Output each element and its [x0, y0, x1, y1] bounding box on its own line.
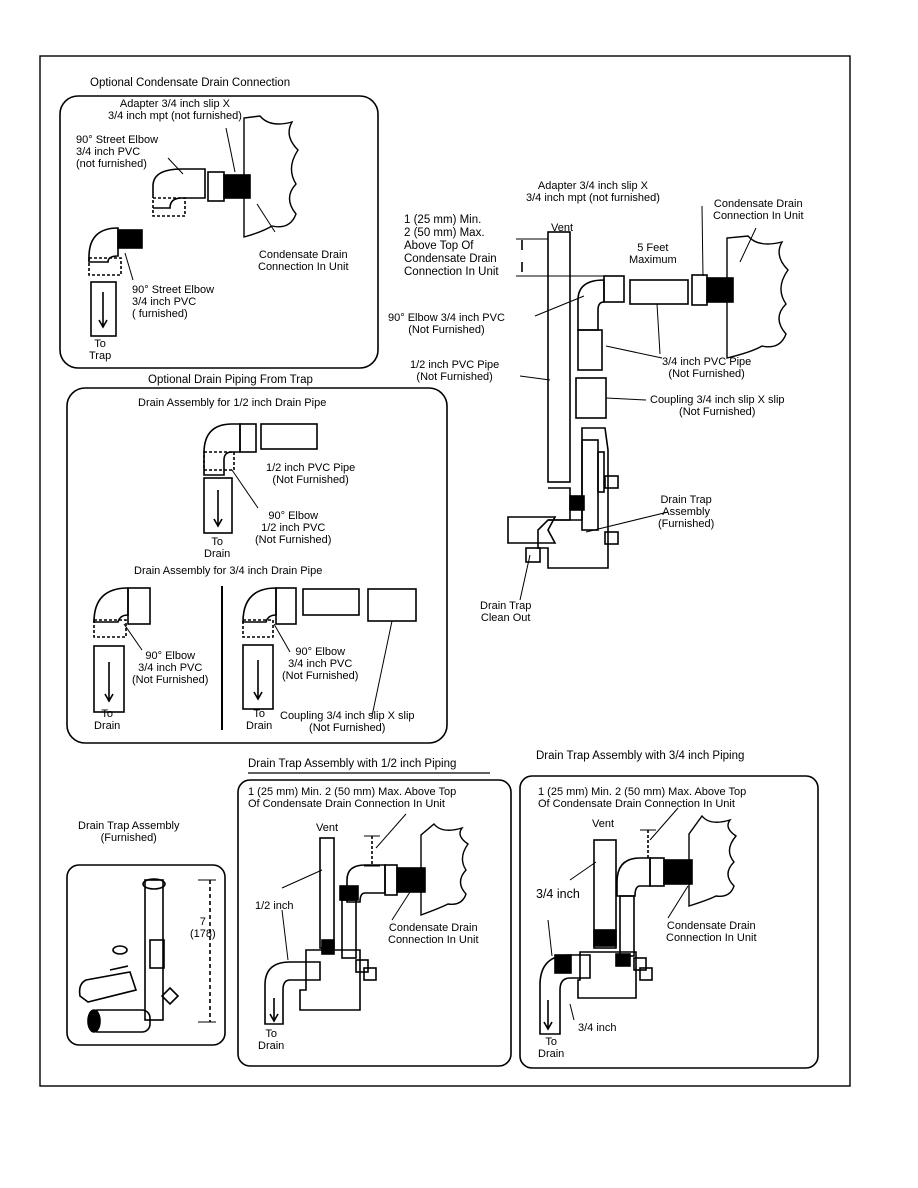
- half-pipe-label: 1/2 inch PVC Pipe (Not Furnished): [266, 462, 356, 486]
- half-piping-title: Drain Trap Assembly with 1/2 inch Piping: [248, 758, 457, 770]
- optional-to-trap-label: To Trap: [89, 338, 112, 362]
- three-quarter-label-bottom: 3/4 inch: [578, 1022, 617, 1034]
- main-vent-label: Vent: [551, 222, 574, 234]
- half-inch-piping-panel: [237, 779, 512, 1067]
- drain-piping-title: Optional Drain Piping From Trap: [148, 374, 313, 386]
- main-condensate-label: Condensate Drain Connection In Unit: [713, 198, 804, 222]
- three-quarter-condensate-label: Condensate Drain Connection In Unit: [666, 920, 757, 944]
- main-trap-assembly-label: Drain Trap Assembly (Furnished): [658, 494, 715, 530]
- main-five-feet-label: 5 Feet Maximum: [629, 242, 677, 266]
- main-clean-out-label: Drain Trap Clean Out: [480, 600, 532, 624]
- three-quarter-piping-vent: Vent: [592, 818, 615, 830]
- half-elbow-label: 90° Elbow 1/2 inch PVC (Not Furnished): [255, 510, 332, 546]
- three-quarter-piping-title: Drain Trap Assembly with 3/4 inch Piping: [536, 750, 745, 762]
- half-piping-half-label: 1/2 inch: [255, 900, 294, 912]
- to-drain-1-label: To Drain: [204, 536, 231, 560]
- main-coupling: [575, 377, 607, 419]
- three-quarter-piping-note: 1 (25 mm) Min. 2 (50 mm) Max. Above Top …: [538, 786, 747, 810]
- five-feet-pipe: [629, 279, 689, 305]
- half-piping-vent: Vent: [316, 822, 339, 834]
- main-adapter-label: Adapter 3/4 inch slip X 3/4 inch mpt (no…: [526, 180, 660, 204]
- main-half-pipe-label: 1/2 inch PVC Pipe (Not Furnished): [410, 359, 500, 383]
- main-34-pipe-label: 3/4 inch PVC Pipe (Not Furnished): [662, 356, 752, 380]
- optional-street-elbow-bottom-label: 90° Street Elbow 3/4 inch PVC ( furnishe…: [132, 284, 215, 320]
- half-piping-condensate-label: Condensate Drain Connection In Unit: [388, 922, 479, 946]
- optional-condensate-label: Condensate Drain Connection In Unit: [258, 249, 349, 273]
- piping-coupling-label: Coupling 3/4 inch slip X slip (Not Furni…: [280, 710, 415, 734]
- unit-wall-main: [726, 235, 789, 359]
- furnished-title: Drain Trap Assembly (Furnished): [78, 820, 180, 844]
- street-elbow-top: [152, 168, 206, 209]
- optional-street-elbow-top-label: 90° Street Elbow 3/4 inch PVC (not furni…: [76, 134, 159, 170]
- half-piping-to-drain: To Drain: [258, 1028, 285, 1052]
- main-min-max-label: 1 (25 mm) Min. 2 (50 mm) Max. Above Top …: [404, 214, 499, 278]
- main-elbow: [577, 279, 605, 331]
- to-drain-3-label: To Drain: [246, 708, 273, 732]
- t34-drain-assembly-title: Drain Assembly for 3/4 inch Drain Pipe: [134, 565, 323, 577]
- main-coupling-label: Coupling 3/4 inch slip X slip (Not Furni…: [650, 394, 785, 418]
- furnished-trap-panel: [66, 864, 226, 1046]
- half-drain-assembly-title: Drain Assembly for 1/2 inch Drain Pipe: [138, 397, 327, 409]
- three-quarter-to-drain: To Drain: [538, 1036, 565, 1060]
- optional-connection-title: Optional Condensate Drain Connection: [90, 77, 291, 89]
- three-quarter-label-top: 3/4 inch: [536, 887, 580, 901]
- figure-border: [39, 55, 851, 1087]
- drain-piping-panel: [66, 387, 448, 744]
- street-elbow-bottom: [88, 227, 119, 263]
- optional-adapter-label: Adapter 3/4 inch slip X 3/4 inch mpt (no…: [108, 98, 242, 122]
- main-elbow-label: 90° Elbow 3/4 inch PVC (Not Furnished): [388, 312, 505, 336]
- half-piping-note: 1 (25 mm) Min. 2 (50 mm) Max. Above Top …: [248, 786, 457, 810]
- furnished-dimension: 7 (178): [190, 916, 216, 940]
- three-quarter-piping-panel: [519, 775, 819, 1069]
- optional-connection-panel: [59, 95, 379, 369]
- to-drain-2-label: To Drain: [94, 708, 121, 732]
- elbow-a-label: 90° Elbow 3/4 inch PVC (Not Furnished): [132, 650, 209, 686]
- elbow-b-label: 90° Elbow 3/4 inch PVC (Not Furnished): [282, 646, 359, 682]
- trap-outlet: [507, 516, 557, 544]
- unit-wall-top: [243, 115, 299, 238]
- vent-pipe: [547, 231, 571, 483]
